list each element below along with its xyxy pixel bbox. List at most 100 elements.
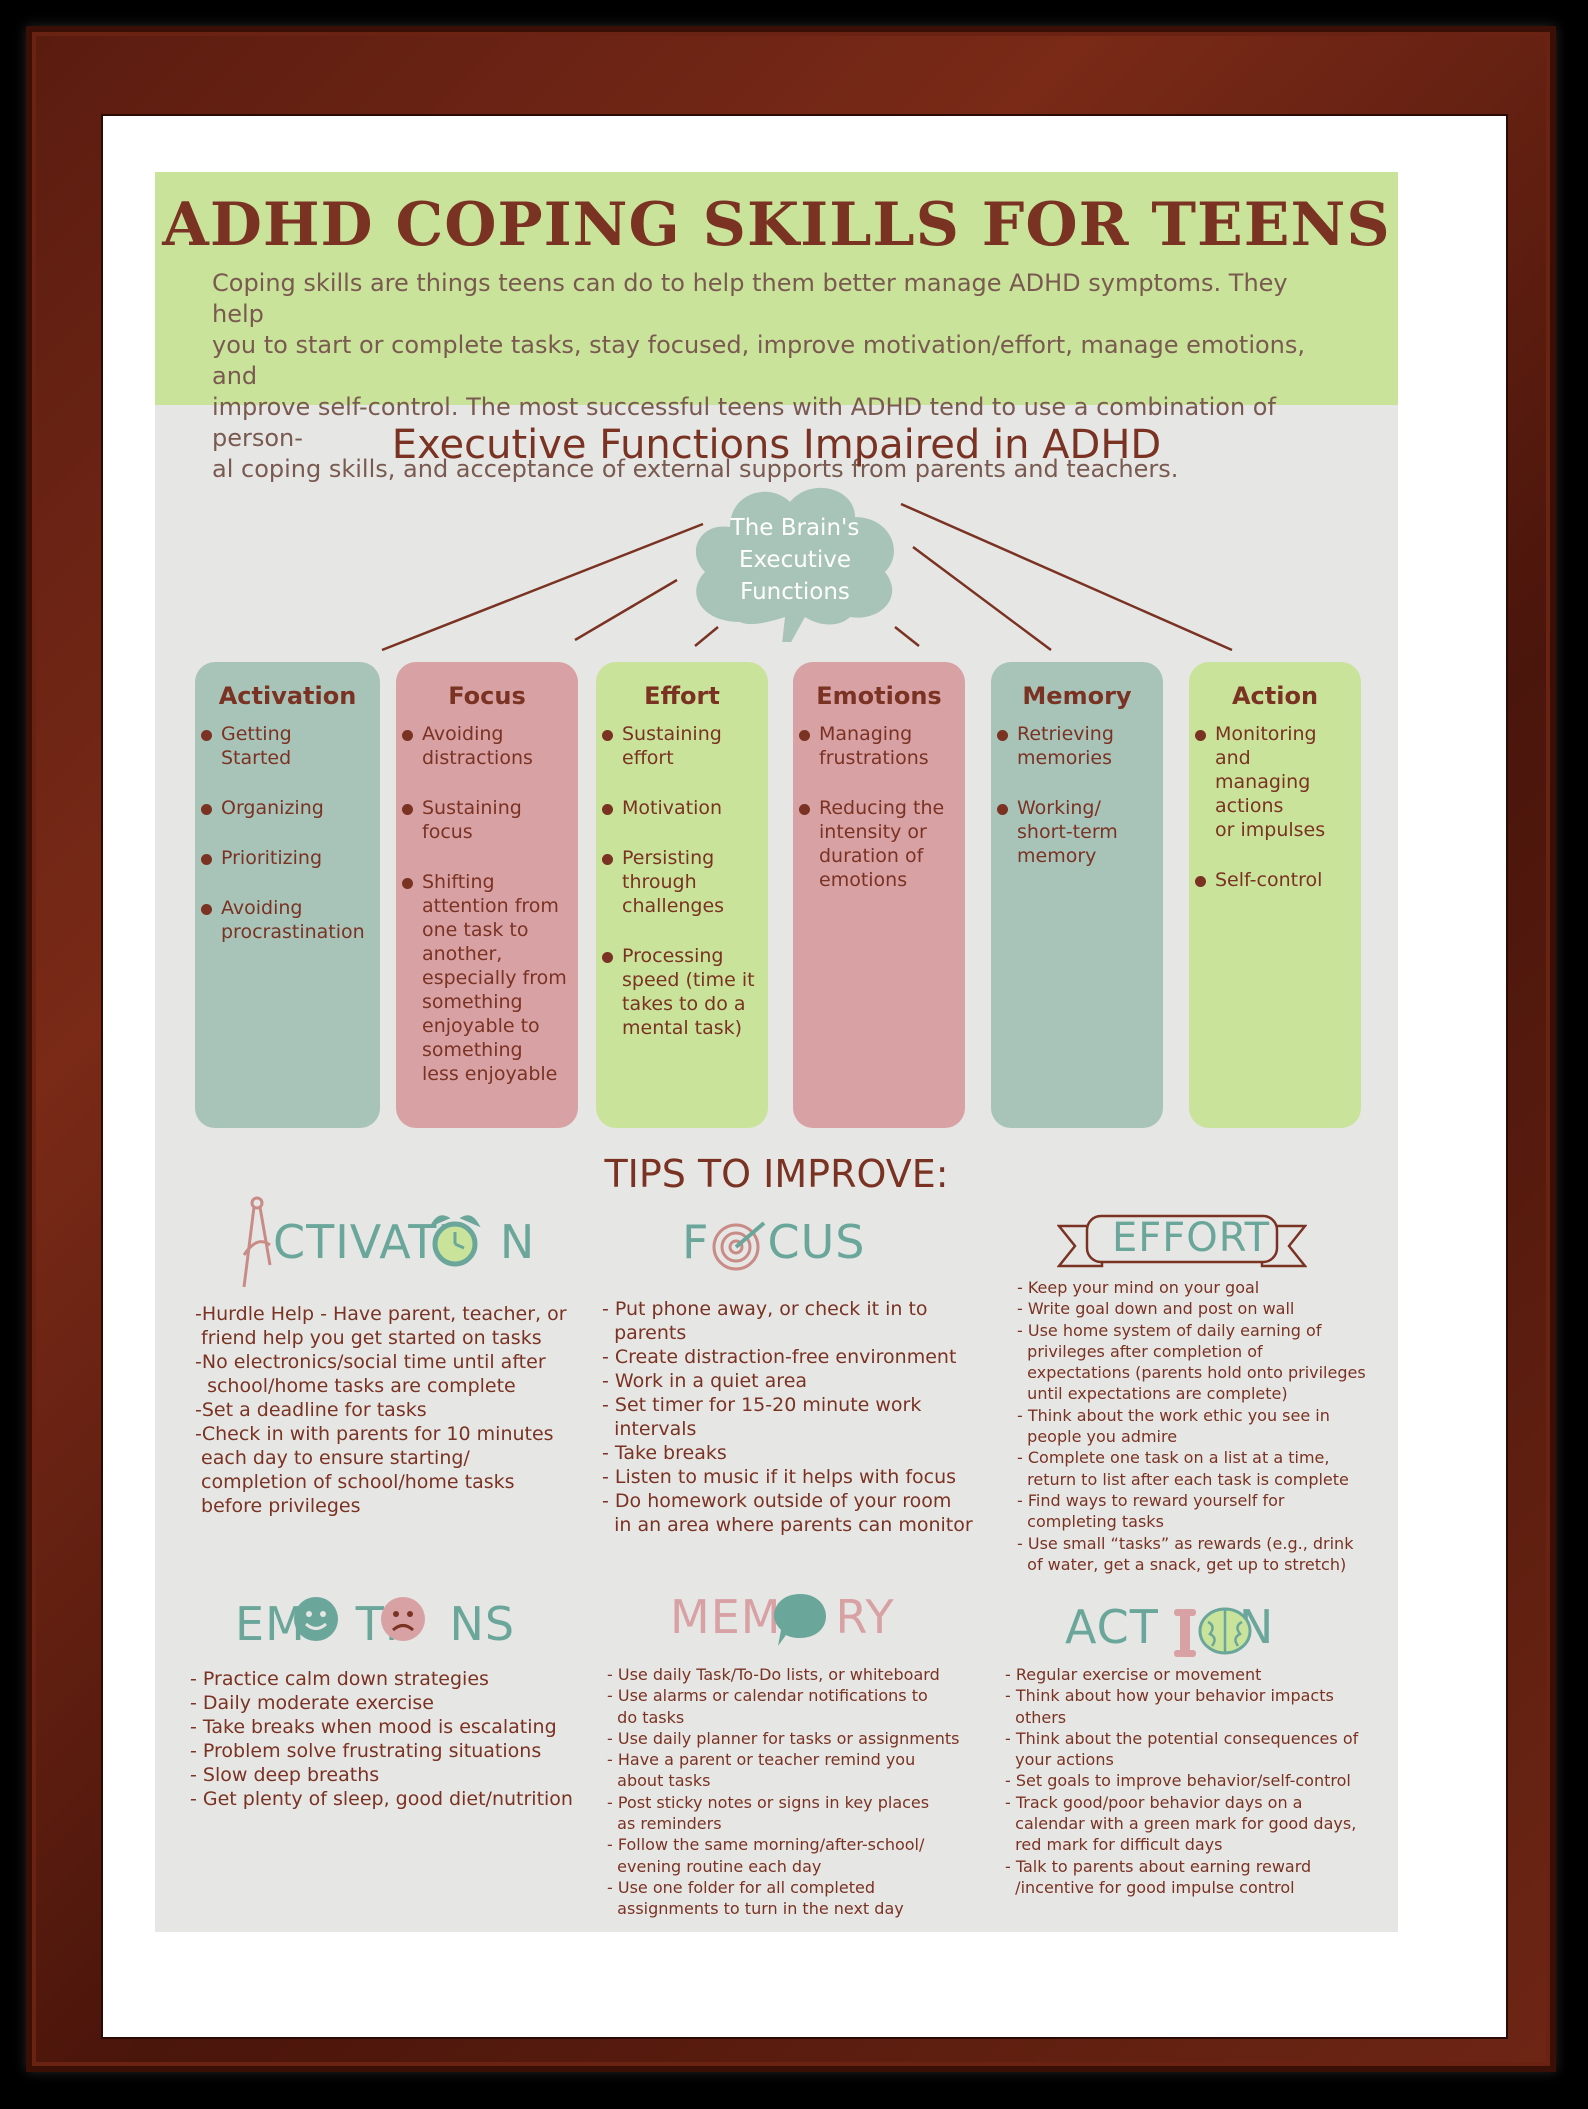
connector-lines <box>381 502 1233 652</box>
intro-line: improve self-control. The most successfu… <box>212 393 1276 452</box>
tip-line: - Create distraction-free environment <box>602 1346 957 1368</box>
heading-text: ACT <box>1065 1600 1159 1654</box>
function-card-item: Persisting through challenges <box>602 846 760 918</box>
tip-line: - Take breaks <box>602 1442 727 1464</box>
function-card-title: Focus <box>448 682 526 710</box>
heading-text: NS <box>449 1597 516 1651</box>
tip-line: - Have a parent or teacher remind you <box>607 1750 916 1770</box>
tip-line: - Use one folder for all completed <box>607 1877 875 1897</box>
tip-line: - Complete one task on a list at a time, <box>1017 1448 1330 1468</box>
tip-line: - Follow the same morning/after-school/ <box>607 1835 925 1855</box>
tip-line: - Use alarms or calendar notifications t… <box>607 1686 928 1706</box>
brain-label-line: The Brain's <box>730 515 860 541</box>
poster: ADHD COPING SKILLS FOR TEENS Coping skil… <box>155 172 1398 1932</box>
tip-line: each day to ensure starting/ <box>195 1447 470 1469</box>
tip-line: - Set goals to improve behavior/self-con… <box>1005 1771 1351 1791</box>
tip-line: - Take breaks when mood is escalating <box>190 1716 557 1738</box>
tip-line: - Set timer for 15-20 minute work <box>602 1394 922 1416</box>
function-card-item: Getting Started <box>201 722 372 770</box>
intro-line: you to start or complete tasks, stay foc… <box>212 331 1306 390</box>
tip-line: assignments to turn in the next day <box>607 1899 904 1919</box>
function-card-title: Emotions <box>816 682 942 710</box>
function-card-title: Activation <box>218 682 357 710</box>
tip-line: - Slow deep breaths <box>190 1764 380 1786</box>
tip-line: return to list after each task is comple… <box>1017 1469 1349 1489</box>
ribbon-banner-icon <box>1057 1214 1307 1268</box>
tip-line: - Use daily Task/To-Do lists, or whitebo… <box>607 1665 940 1684</box>
tip-line: about tasks <box>607 1771 711 1791</box>
compass-icon <box>242 1196 272 1288</box>
poster-title: ADHD COPING SKILLS FOR TEENS <box>162 190 1391 260</box>
emotions-tips-list: - Practice calm down strategies- Daily m… <box>190 1667 573 1811</box>
tip-line: in an area where parents can monitor <box>602 1514 973 1536</box>
tip-line: -No electronics/social time until after <box>195 1351 546 1373</box>
action-tips-list: - Regular exercise or movement- Think ab… <box>1005 1664 1358 1898</box>
function-card-item: Processing speed (time it takes to do a … <box>602 944 760 1040</box>
function-card-item: Managing frustrations <box>799 722 957 770</box>
intro-text: Coping skills are things teens can do to… <box>212 268 1347 485</box>
tip-line: intervals <box>602 1418 697 1440</box>
tip-line: before privileges <box>195 1495 361 1517</box>
memory-tips-heading: MEM RY <box>670 1590 895 1644</box>
tip-line: - Get plenty of sleep, good diet/nutriti… <box>190 1788 573 1810</box>
function-card-item: Sustaining effort <box>602 722 760 770</box>
tip-line: /incentive for good impulse control <box>1005 1877 1295 1897</box>
brain-cloud-icon <box>695 487 894 642</box>
function-card-item: Working/ short-term memory <box>997 796 1155 868</box>
tip-line: - Problem solve frustrating situations <box>190 1740 542 1762</box>
heading-text: MEM <box>670 1590 782 1644</box>
function-card-item: Prioritizing <box>201 846 372 870</box>
tip-line: - Use home system of daily earning of <box>1017 1320 1322 1340</box>
tip-line: completing tasks <box>1017 1512 1164 1532</box>
tip-line: - Think about the work ethic you see in <box>1017 1405 1330 1425</box>
brain-label: The Brain's Executive Functions <box>715 512 875 608</box>
tip-line: until expectations are complete) <box>1017 1384 1288 1404</box>
happy-face-icon <box>294 1597 338 1641</box>
tip-line: - Post sticky notes or signs in key plac… <box>607 1792 930 1812</box>
effort-tips-list: - Keep your mind on your goal- Write goa… <box>1017 1277 1366 1575</box>
tip-line: - Write goal down and post on wall <box>1017 1299 1295 1319</box>
intro-line: Coping skills are things teens can do to… <box>212 269 1288 328</box>
tip-line: - Use small “tasks” as rewards (e.g., dr… <box>1017 1533 1354 1553</box>
heading-text: F <box>682 1215 710 1269</box>
sad-face-icon <box>381 1597 425 1641</box>
letter-i-icon <box>1174 1609 1196 1657</box>
tip-line: school/home tasks are complete <box>195 1375 516 1397</box>
effort-tips-heading: EFFORT <box>1112 1215 1271 1261</box>
function-card-item: Shifting attention from one task to anot… <box>402 870 570 1086</box>
tip-line: of water, get a snack, get up to stretch… <box>1017 1554 1347 1574</box>
tip-line: - Do homework outside of your room <box>602 1490 952 1512</box>
tip-line: people you admire <box>1017 1427 1178 1447</box>
tip-line: your actions <box>1005 1750 1114 1770</box>
heading-text: RY <box>835 1590 895 1644</box>
function-card-item: Retrieving memories <box>997 722 1155 770</box>
function-card-item: Reducing the intensity or duration of em… <box>799 796 957 892</box>
tip-line: as reminders <box>607 1814 722 1834</box>
function-card-item: Organizing <box>201 796 372 820</box>
tip-line: - Work in a quiet area <box>602 1370 808 1392</box>
tip-line: - Think about the potential consequences… <box>1005 1728 1359 1748</box>
heading-text: N <box>499 1215 536 1269</box>
tip-line: - Track good/poor behavior days on a <box>1005 1792 1303 1812</box>
focus-tips-list: - Put phone away, or check it in to pare… <box>602 1297 973 1537</box>
tip-line: -Set a deadline for tasks <box>195 1399 427 1421</box>
function-card-item: Sustaining focus <box>402 796 570 844</box>
tip-line: parents <box>602 1322 687 1344</box>
executive-functions-title: Executive Functions Impaired in ADHD <box>391 422 1162 468</box>
function-card-title: Memory <box>1022 682 1132 710</box>
tip-line: others <box>1005 1707 1067 1727</box>
function-card-title: Action <box>1231 682 1319 710</box>
function-card-item: Motivation <box>602 796 760 820</box>
brain-label-line: Functions <box>740 579 850 605</box>
tips-title: TIPS TO IMPROVE: <box>604 1152 949 1196</box>
heading-text: CTIVATI <box>273 1215 452 1269</box>
